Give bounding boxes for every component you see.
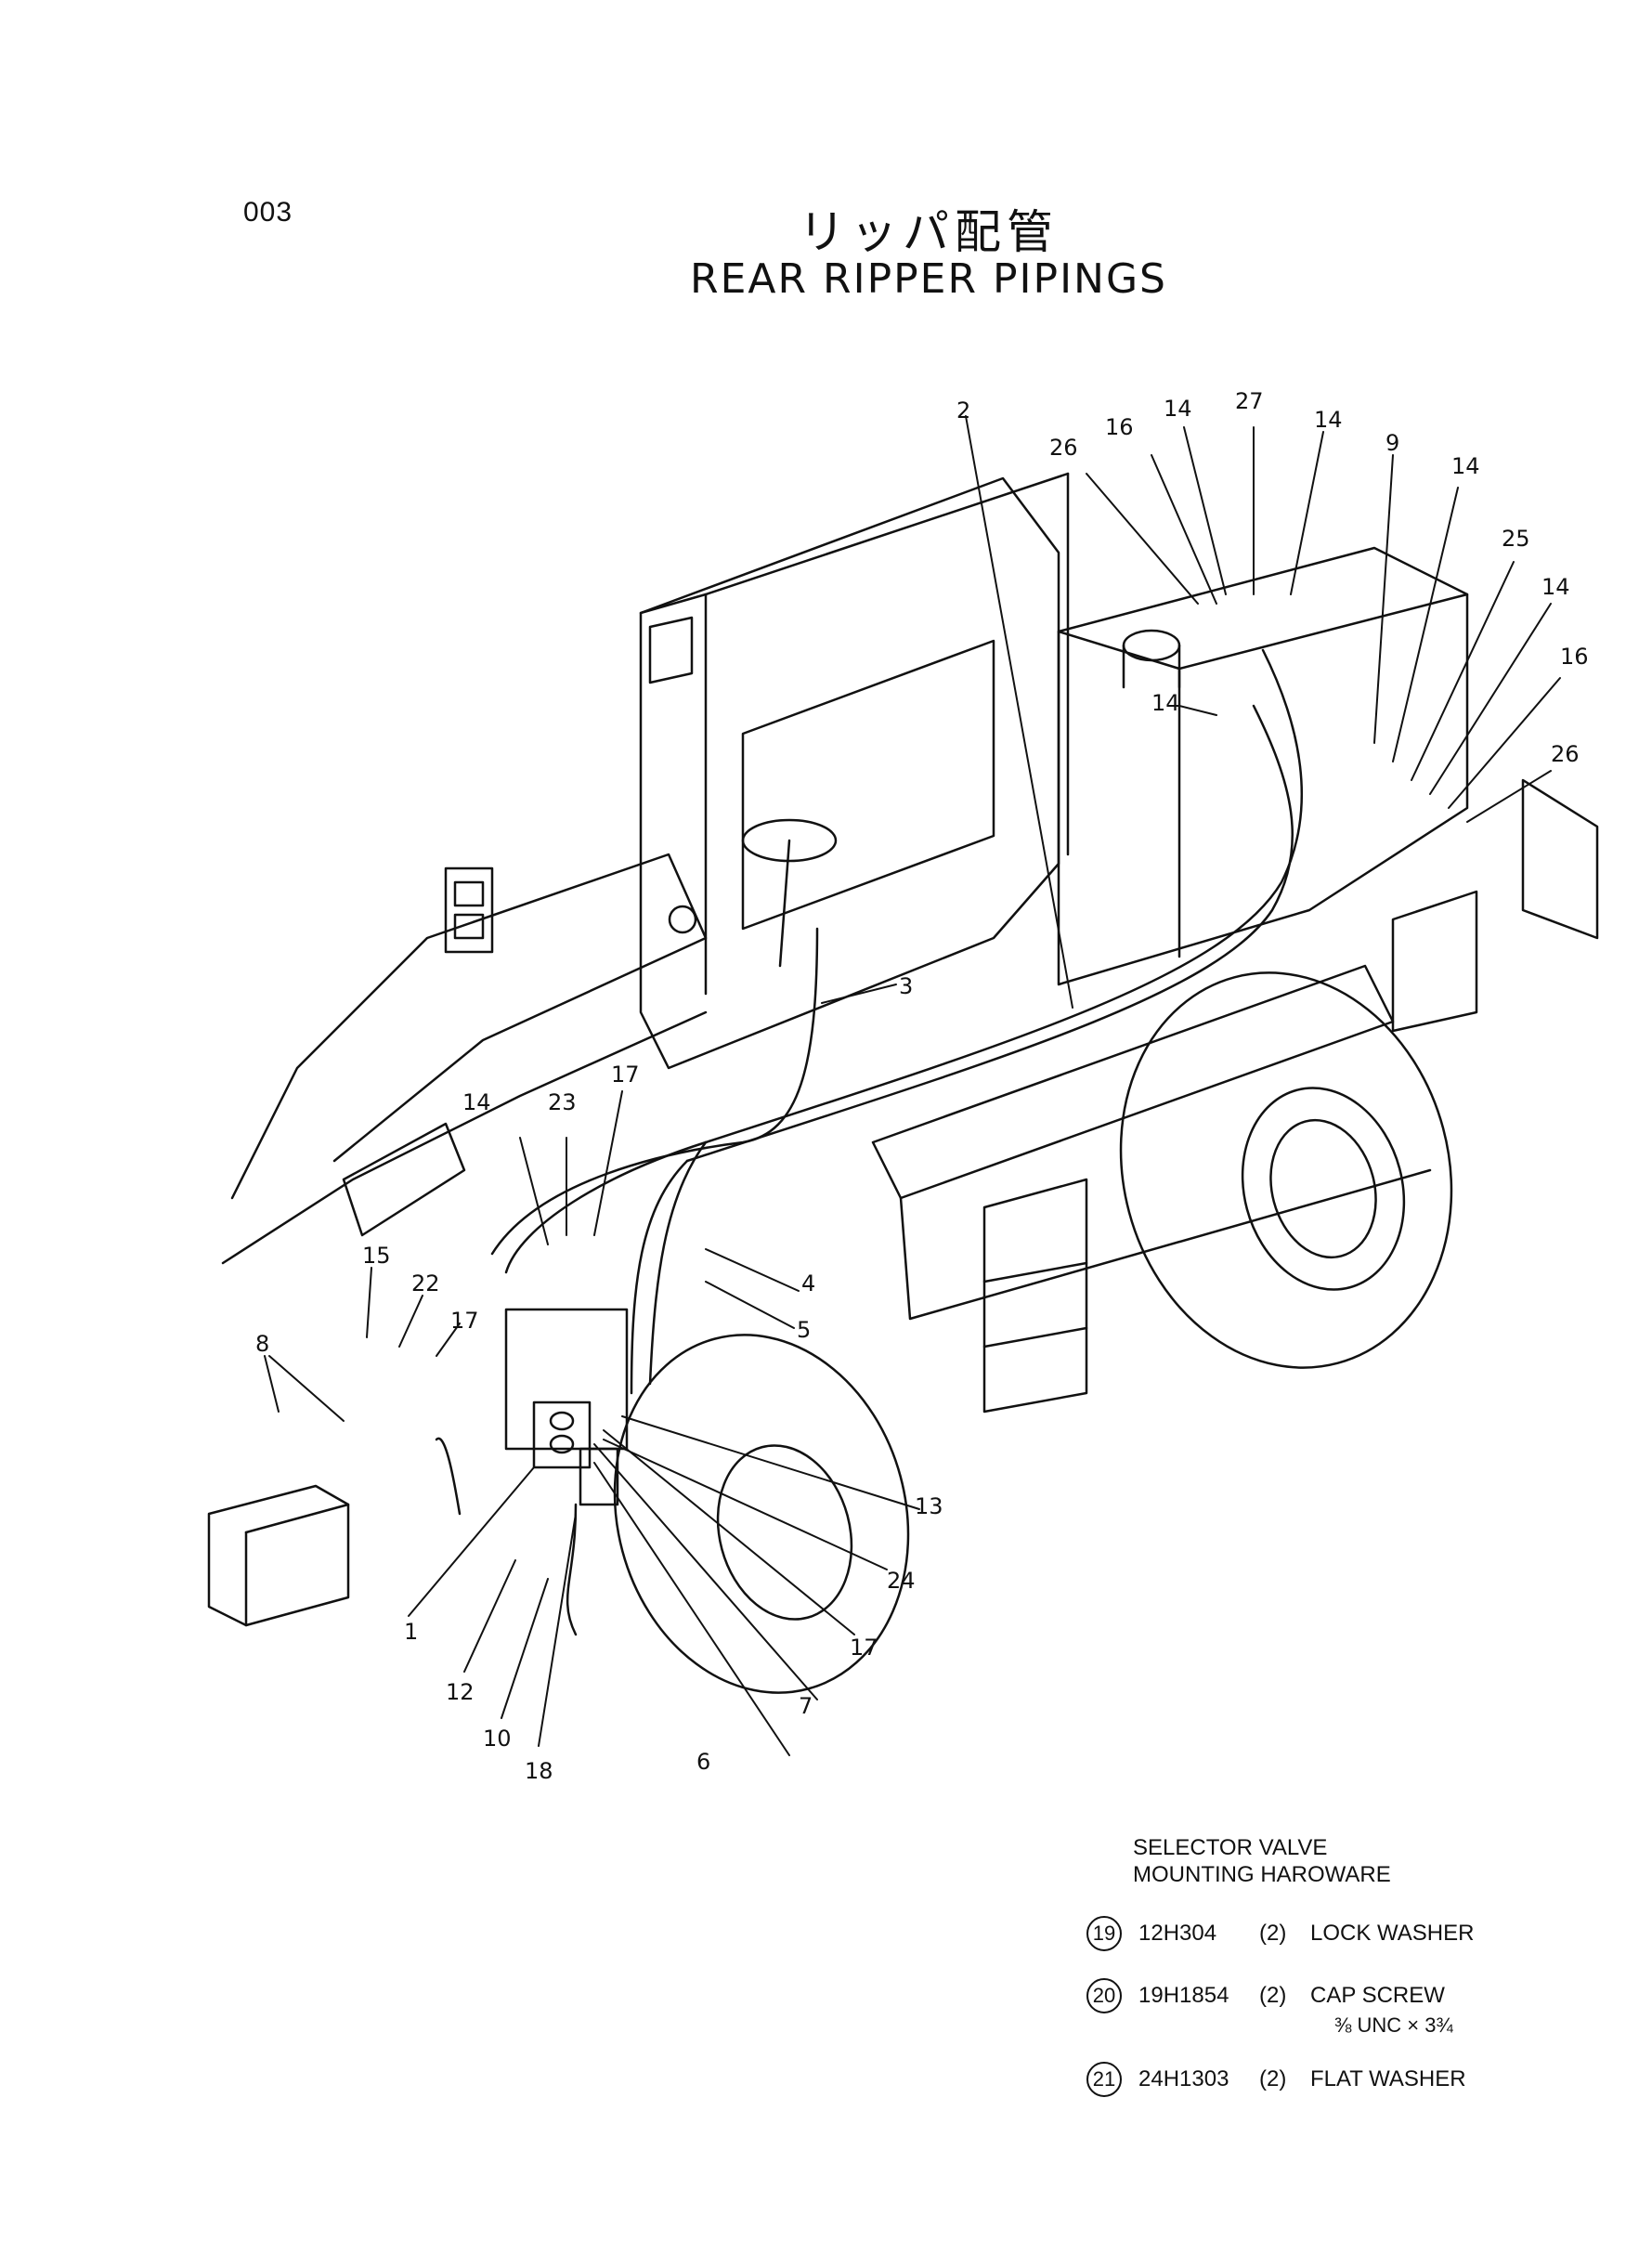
callout-14: 14: [1314, 407, 1343, 433]
control-valve-outline: [207, 1484, 350, 1627]
hardware-row: 19 12H304 (2) LOCK WASHER: [1086, 1916, 1474, 1951]
callout-7: 7: [799, 1693, 813, 1719]
callout-12: 12: [446, 1679, 475, 1705]
boom-outline: [221, 853, 708, 1265]
callout-14: 14: [1164, 396, 1192, 422]
callout-1: 1: [404, 1619, 418, 1645]
callout-15: 15: [362, 1243, 391, 1269]
callout-26: 26: [1551, 741, 1580, 767]
cab-outline: [639, 472, 1070, 1070]
description: FLAT WASHER: [1310, 2066, 1466, 2091]
page-number: 003: [243, 197, 293, 228]
callout-numbers: 1 2 3 4 5 6 7 8 9 10 12 13 14 14 14 14 1…: [255, 388, 1589, 1784]
quantity: (2): [1259, 2066, 1287, 2091]
hardware-heading-line2: MOUNTING HAROWARE: [1133, 1862, 1391, 1887]
callout-5: 5: [797, 1317, 811, 1343]
title-english: REAR RIPPER PIPINGS: [690, 255, 1167, 303]
callout-13: 13: [915, 1493, 943, 1519]
callout-2: 2: [956, 397, 970, 423]
callout-17: 17: [450, 1308, 479, 1334]
callout-17: 17: [611, 1062, 640, 1088]
quantity: (2): [1259, 1921, 1287, 1946]
quantity: (2): [1259, 1983, 1287, 2008]
description: LOCK WASHER: [1310, 1921, 1475, 1946]
hardware-row: 21 24H1303 (2) FLAT WASHER: [1086, 2062, 1466, 2097]
callout-14: 14: [1151, 690, 1180, 716]
description: CAP SCREW: [1310, 1983, 1445, 2008]
callout-14: 14: [462, 1089, 491, 1115]
callout-4: 4: [801, 1270, 815, 1296]
callout-10: 10: [483, 1726, 512, 1752]
hardware-heading: SELECTOR VALVE MOUNTING HAROWARE: [1133, 1834, 1391, 1888]
title-japanese: リッパ配管: [799, 205, 1059, 259]
callout-16: 16: [1105, 414, 1134, 440]
callout-3: 3: [899, 973, 913, 999]
callout-23: 23: [548, 1089, 577, 1115]
callout-22: 22: [411, 1270, 440, 1296]
part-spec: ⅜ UNC × 3¾: [1334, 2013, 1453, 2037]
hardware-heading-line1: SELECTOR VALVE: [1133, 1835, 1328, 1860]
leader-lines: [264, 415, 1561, 1756]
hardware-row: 20 19H1854 (2) CAP SCREW: [1086, 1978, 1445, 2013]
ref-number: 21: [1086, 2062, 1122, 2097]
engine-hood-outline: [1057, 546, 1599, 1033]
callout-14: 14: [1451, 453, 1480, 479]
hose-lines: [435, 648, 1303, 1636]
callout-26: 26: [1049, 435, 1078, 461]
callout-18: 18: [525, 1758, 553, 1784]
callout-8: 8: [255, 1331, 269, 1357]
callout-6: 6: [696, 1749, 710, 1775]
callout-16: 16: [1560, 644, 1589, 670]
frame-outline: [871, 964, 1432, 1414]
part-number: 19H1854: [1138, 1983, 1229, 2008]
selector-valve-outline: [504, 1308, 629, 1506]
callout-9: 9: [1385, 430, 1399, 456]
ref-number: 19: [1086, 1916, 1122, 1951]
callout-27: 27: [1235, 388, 1264, 414]
rear-tire-outline: [1119, 971, 1453, 1369]
part-number: 24H1303: [1138, 2066, 1229, 2091]
steering-wheel: [741, 818, 838, 863]
part-number: 12H304: [1138, 1921, 1217, 1946]
callout-25: 25: [1502, 526, 1530, 552]
callout-17: 17: [850, 1635, 878, 1661]
callout-14: 14: [1541, 574, 1570, 600]
callout-24: 24: [887, 1568, 916, 1594]
ref-number: 20: [1086, 1978, 1122, 2013]
